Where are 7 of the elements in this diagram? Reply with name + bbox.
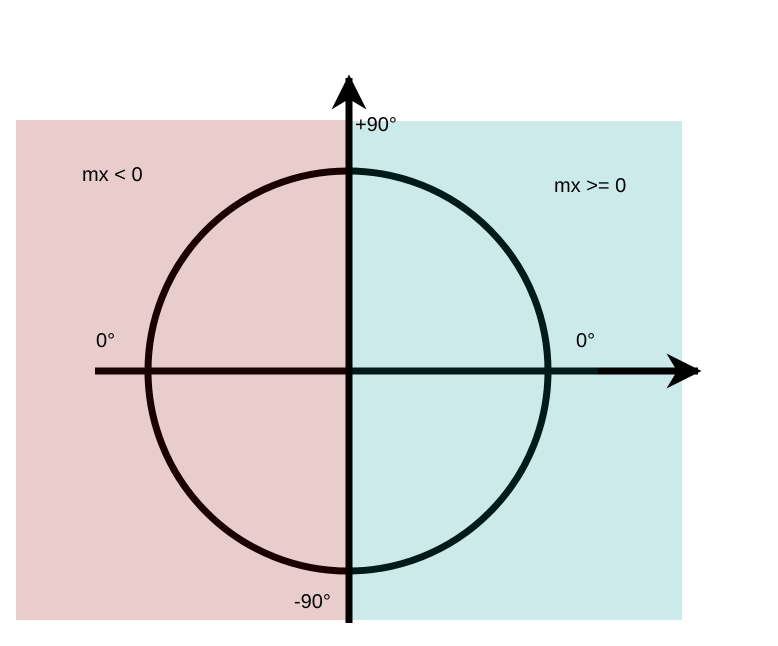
region-label: mx < 0 xyxy=(82,164,143,187)
angle-label: 0° xyxy=(576,330,596,353)
region-label: mx >= 0 xyxy=(554,175,626,198)
angle-label: -90° xyxy=(294,591,331,614)
region-area xyxy=(16,120,348,620)
angle-label: +90° xyxy=(355,114,397,137)
angle-label: 0° xyxy=(96,330,116,353)
